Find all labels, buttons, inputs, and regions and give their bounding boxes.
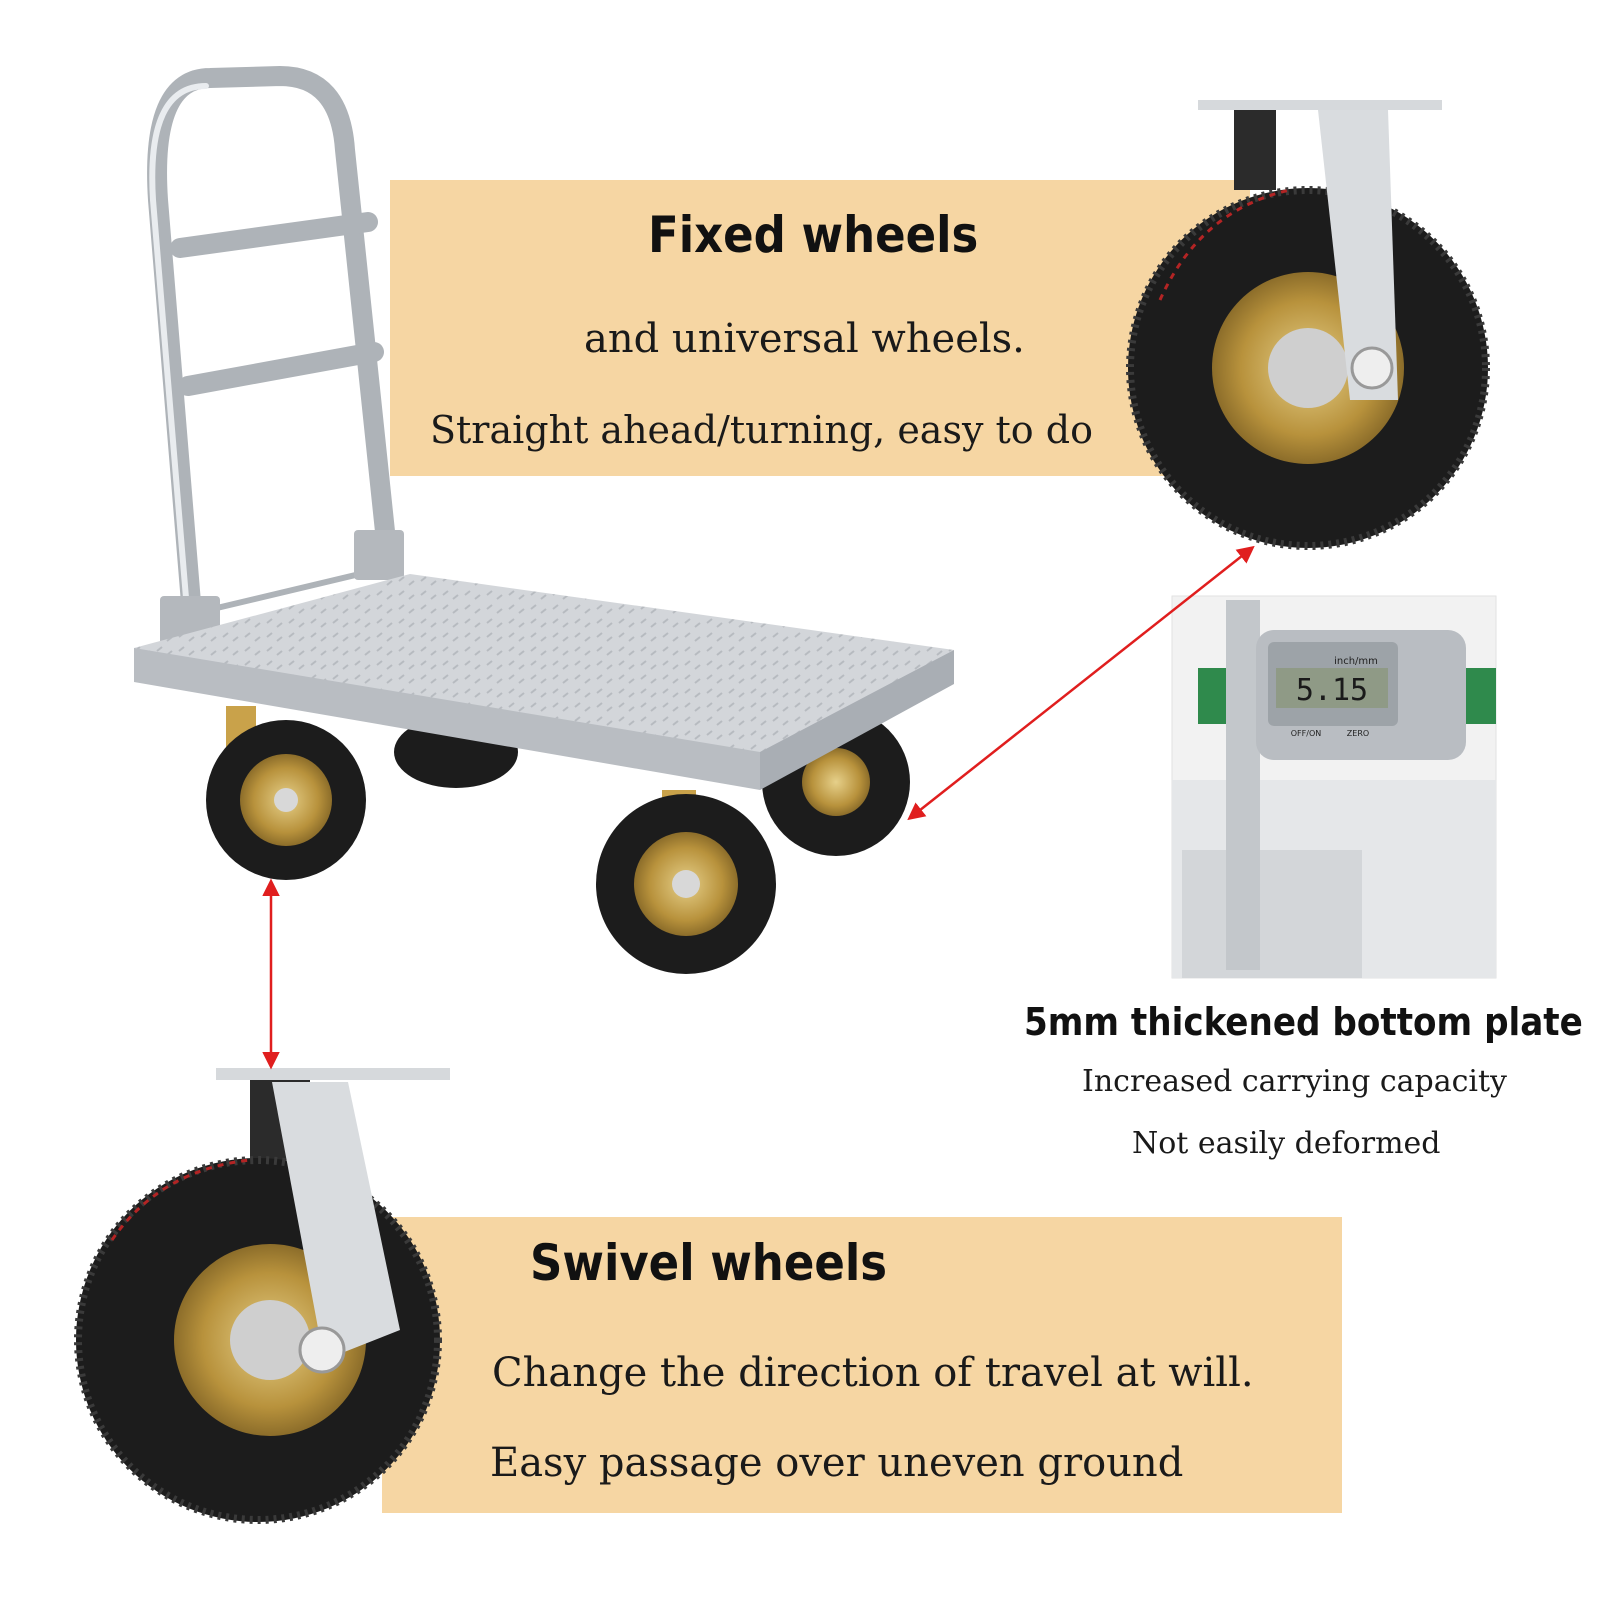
caliper-photo xyxy=(1171,595,1497,979)
caliper-reading: 5.15 xyxy=(1296,673,1368,708)
hinge-bracket-right xyxy=(354,530,404,580)
plate-line-2: Not easily deformed xyxy=(1132,1126,1441,1161)
plate-line-1: Increased carrying capacity xyxy=(1082,1064,1507,1099)
fixed-wheels-heading: Fixed wheels xyxy=(648,206,979,264)
swivel-wheels-panel xyxy=(382,1217,1342,1513)
fixed-wheels-line-1: and universal wheels. xyxy=(584,316,1025,362)
swivel-wheels-line-1: Change the direction of travel at will. xyxy=(492,1350,1254,1396)
swivel-wheels-line-2: Easy passage over uneven ground xyxy=(490,1440,1184,1486)
caliper-button-zero: ZERO xyxy=(1347,729,1369,738)
trolley-handle xyxy=(147,66,398,625)
trolley-wheel-front-right xyxy=(596,790,776,974)
fixed-wheels-panel xyxy=(390,180,1250,476)
trolley-wheel-front-left xyxy=(206,706,366,880)
fixed-wheel-closeup xyxy=(1126,100,1490,550)
caliper-button-off-on: OFF/ON xyxy=(1291,729,1321,738)
swivel-wheel-closeup xyxy=(74,1068,450,1524)
caliper-unit-label: inch/mm xyxy=(1334,656,1378,667)
trolley-deck xyxy=(134,574,954,780)
plate-heading: 5mm thickened bottom plate xyxy=(1024,1000,1583,1044)
swivel-wheels-heading: Swivel wheels xyxy=(530,1234,888,1292)
platform-trolley xyxy=(134,66,954,974)
arrow-fixed-wheel xyxy=(907,545,1255,821)
fixed-wheels-line-2: Straight ahead/turning, easy to do xyxy=(430,408,1093,452)
